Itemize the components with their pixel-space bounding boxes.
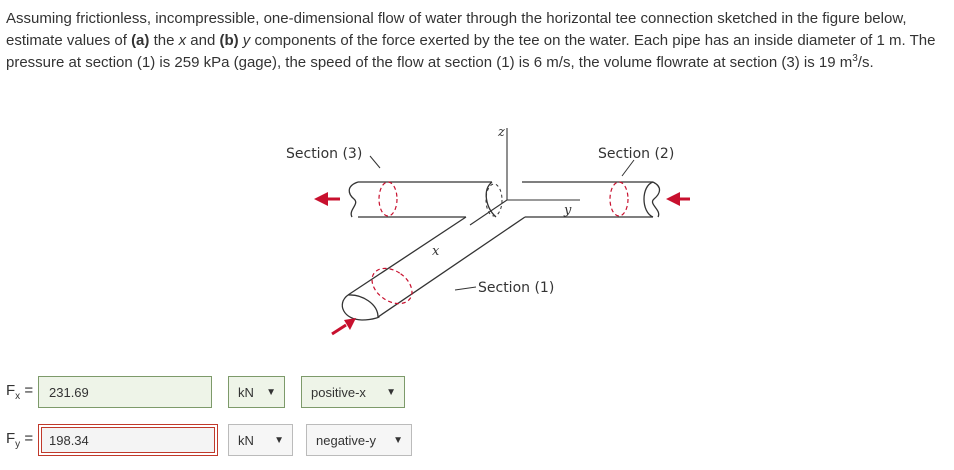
fx-label-eq: = <box>20 382 34 399</box>
fx-label-sub: x <box>15 391 21 402</box>
fy-unit-value: kN <box>238 432 254 448</box>
flow-arrows <box>314 192 690 336</box>
section1-label: Section (1) <box>478 280 554 296</box>
fx-direction-select[interactable]: positive-x ▼ <box>301 376 405 408</box>
problem-text: and <box>186 32 220 49</box>
fx-answer-row: Fx = kN ▼ positive-x ▼ <box>0 376 405 408</box>
fy-label: Fy = <box>0 430 38 450</box>
y-axis-label: y <box>563 203 572 218</box>
coordinate-axes <box>469 128 580 226</box>
part-a-label: (a) <box>131 32 150 49</box>
section2-arrow <box>666 192 690 206</box>
fx-unit-select[interactable]: kN ▼ <box>228 376 285 408</box>
section3-label: Section (3) <box>286 146 362 162</box>
main-pipe <box>348 181 661 218</box>
leader-lines <box>369 155 635 291</box>
fx-label-letter: F <box>6 382 16 399</box>
fy-direction-select[interactable]: negative-y ▼ <box>306 424 412 456</box>
fy-label-sub: y <box>15 439 21 450</box>
fx-value-input[interactable] <box>38 376 212 408</box>
chevron-down-icon: ▼ <box>393 434 403 446</box>
problem-text: Assuming frictionless, incompressible, o… <box>6 10 907 49</box>
section2-label: Section (2) <box>598 146 674 162</box>
chevron-down-icon: ▼ <box>386 386 396 398</box>
fy-direction-value: negative-y <box>316 432 376 448</box>
fy-label-letter: F <box>6 430 16 447</box>
problem-text: the <box>149 32 179 49</box>
problem-text: /s. <box>857 54 874 71</box>
problem-statement: Assuming frictionless, incompressible, o… <box>6 8 946 74</box>
tee-connection-figure: z y x Section (3) Section (2) Section (1… <box>286 125 690 336</box>
fy-value-input[interactable] <box>38 424 218 456</box>
fy-label-eq: = <box>20 430 34 447</box>
chevron-down-icon: ▼ <box>266 386 276 398</box>
fy-answer-row: Fy = kN ▼ negative-y ▼ <box>0 424 412 456</box>
fy-unit-select[interactable]: kN ▼ <box>228 424 293 456</box>
chevron-down-icon: ▼ <box>274 434 284 446</box>
section3-arrow <box>314 192 340 206</box>
fx-direction-value: positive-x <box>311 384 366 400</box>
x-variable: x <box>178 32 187 49</box>
fx-unit-value: kN <box>238 384 254 400</box>
part-b-label: (b) <box>219 32 239 49</box>
section1-arrow <box>331 318 356 336</box>
y-variable: y <box>242 32 251 49</box>
junction-marker <box>485 183 503 217</box>
z-axis-label: z <box>497 125 505 140</box>
problem-text: components of the force exerted by the t… <box>6 32 936 71</box>
x-axis-label: x <box>432 244 440 259</box>
branch-pipe <box>341 216 526 321</box>
superscript: 3 <box>852 53 858 64</box>
fx-label: Fx = <box>0 382 38 402</box>
